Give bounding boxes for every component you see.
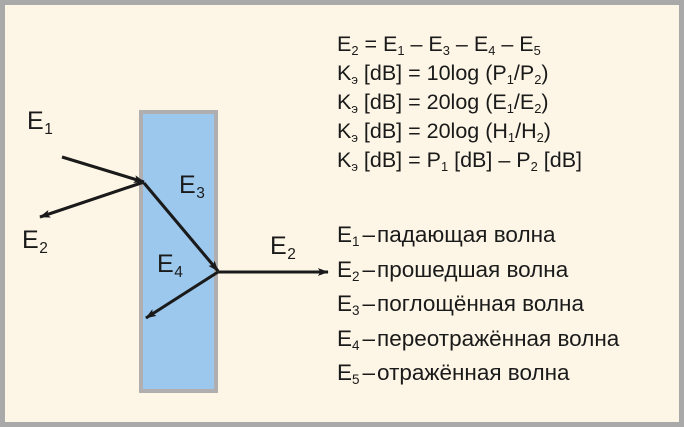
legend-subscript: 3 xyxy=(352,303,360,319)
legend-text: переотражённая волна xyxy=(377,325,620,351)
legend-dash: – xyxy=(362,291,376,316)
legend-symbol: E xyxy=(337,256,353,282)
diagram-label-E4-rereflected: E4 xyxy=(157,250,183,281)
rereflected-ray-E4-arrow xyxy=(145,270,219,320)
formula-energy-balance: E2 = E1 – E3 – E4 – E5 xyxy=(337,32,541,59)
formula-shielding-efield: Kэ [dB] = 20log (E1/E2) xyxy=(337,90,549,117)
diagram-label-E1-incident: E1 xyxy=(27,107,53,138)
legend-subscript: 1 xyxy=(352,234,360,250)
legend-text: падающая волна xyxy=(377,222,556,247)
legend-symbol: E xyxy=(337,291,353,316)
legend-subscript: 5 xyxy=(352,372,360,388)
legend-symbol: E xyxy=(337,222,353,247)
legend-dash: – xyxy=(362,256,376,282)
reflected-ray-E2-arrow xyxy=(39,180,145,219)
legend-item-E4: E4–переотражённая волна xyxy=(337,323,619,358)
formula-shielding-hfield: Kэ [dB] = 20log (H1/H2) xyxy=(337,119,551,146)
incident-ray-E1-arrow xyxy=(61,155,145,184)
formula-block: E2 = E1 – E3 – E4 – E5 Kэ [dB] = 10log (… xyxy=(337,31,582,176)
diagram-label-E3-absorbed: E3 xyxy=(179,171,205,202)
legend-symbol: E xyxy=(337,325,353,351)
legend-subscript: 4 xyxy=(352,337,360,353)
absorbed-ray-E3-arrow xyxy=(142,182,220,272)
legend-block: E1–падающая волна E2–прошедшая волна E3–… xyxy=(337,219,619,392)
formula-shielding-power: Kэ [dB] = 10log (P1/P2) xyxy=(337,61,549,88)
legend-subscript: 2 xyxy=(352,268,360,284)
legend-item-E5: E5–отражённая волна xyxy=(337,357,619,392)
formula-shielding-diff: Kэ [dB] = P1 [dB] – P2 [dB] xyxy=(337,148,583,175)
legend-text: отражённая волна xyxy=(377,360,570,385)
legend-dash: – xyxy=(362,360,376,385)
shield-slab xyxy=(139,110,218,393)
legend-dash: – xyxy=(362,222,376,247)
legend-dash: – xyxy=(362,325,376,351)
wave-vectors xyxy=(39,155,329,320)
diagram-label-E2-transmitted: E2 xyxy=(270,232,296,263)
diagram-label-E2-reflected: E2 xyxy=(22,226,48,257)
legend-item-E1: E1–падающая волна xyxy=(337,219,619,254)
legend-symbol: E xyxy=(337,360,353,385)
figure-canvas: E1 E2 E3 E4 E2 E2 = E1 – E3 – E4 – E5 Kэ… xyxy=(5,5,679,422)
legend-text: поглощённая волна xyxy=(377,291,584,316)
legend-item-E2: E2–прошедшая волна xyxy=(337,254,619,289)
legend-text: прошедшая волна xyxy=(377,256,569,282)
legend-item-E3: E3–поглощённая волна xyxy=(337,288,619,323)
